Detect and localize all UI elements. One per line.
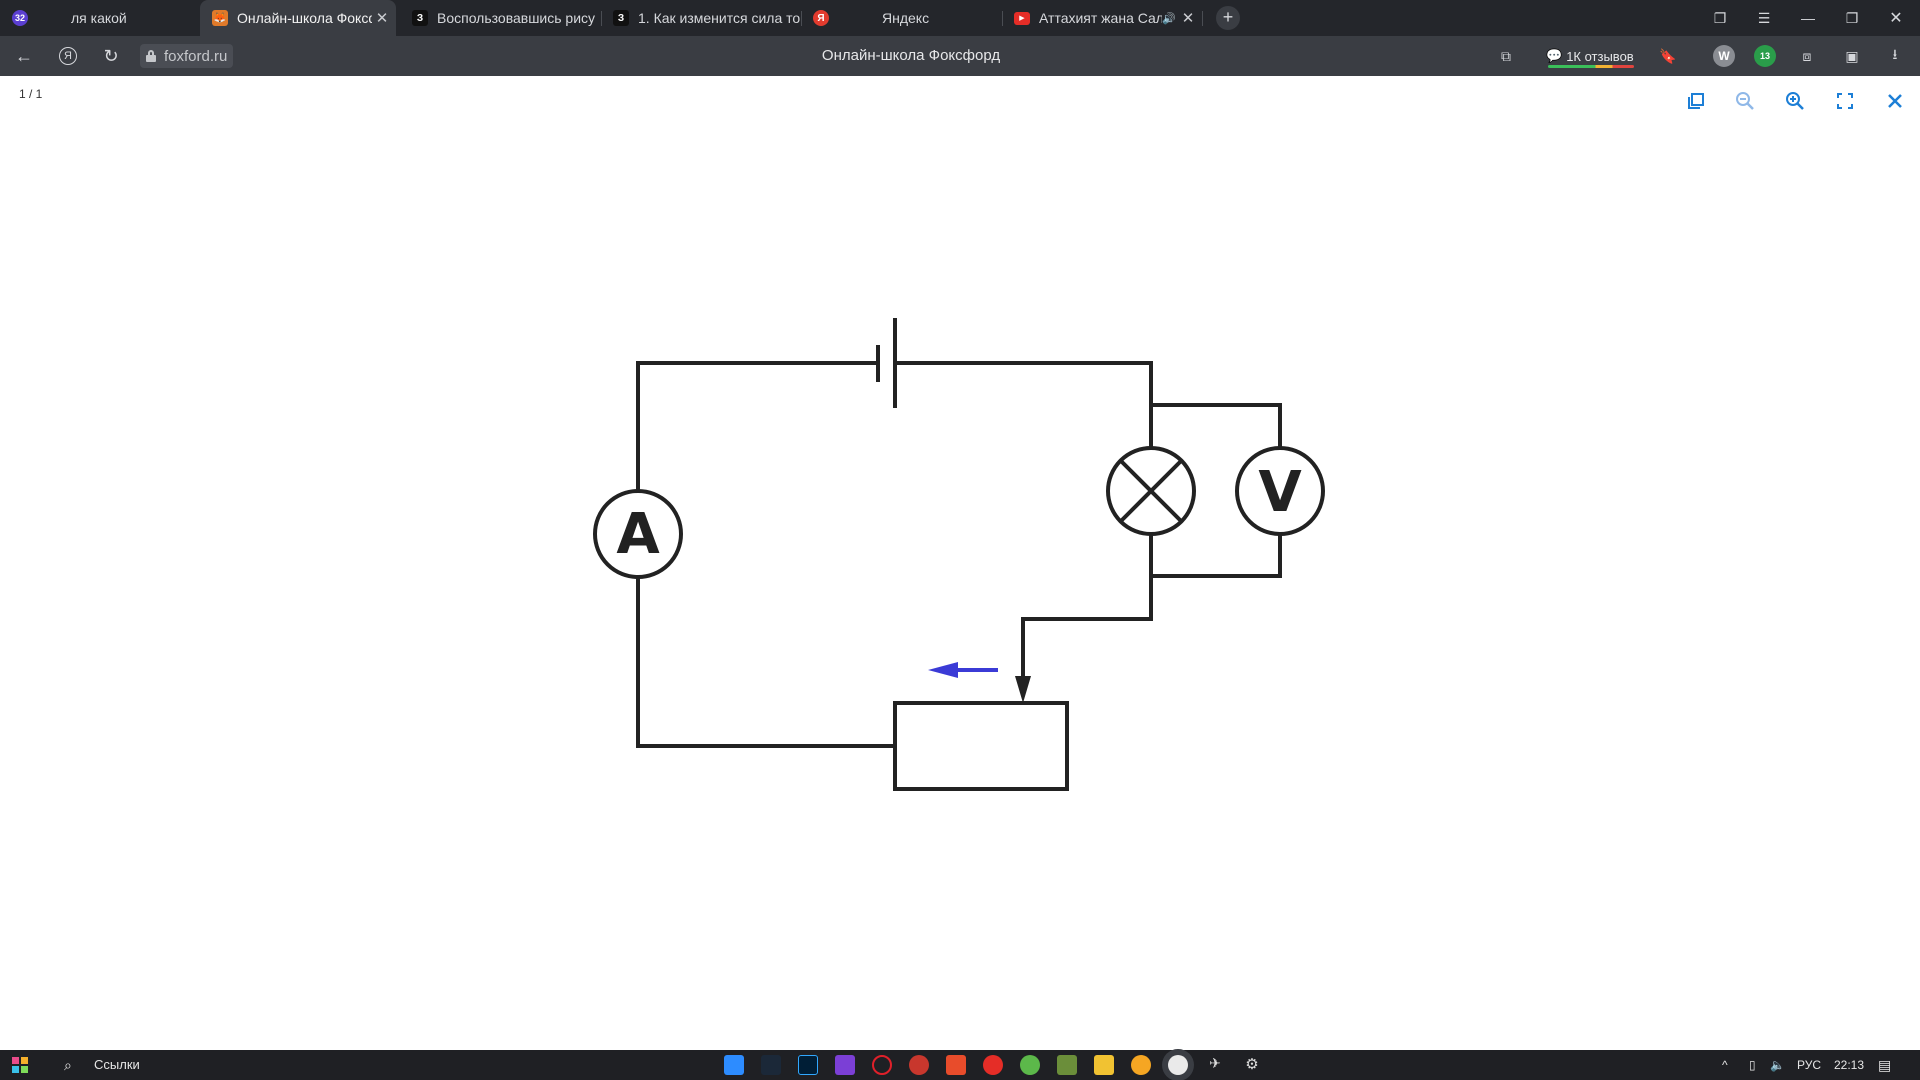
app-icon[interactable]: [909, 1055, 929, 1075]
w-extension-icon[interactable]: W: [1712, 44, 1736, 68]
minecraft-app-icon[interactable]: [1057, 1055, 1077, 1075]
tab-title: ля какой: [71, 10, 127, 26]
yandex-app-icon[interactable]: [983, 1055, 1003, 1075]
rheostat-body: [893, 701, 1069, 791]
wire-voltmeter-top: [1149, 403, 1282, 450]
znanija-icon: З: [613, 10, 629, 26]
sync-icon[interactable]: ▣: [1845, 47, 1859, 64]
comment-icon: 💬: [1546, 48, 1563, 63]
wire-lamp-to-slider: [1021, 532, 1153, 682]
taskbar: ⌕ Ссылки ✈ ⚙ ^ ▯ 🔈 РУС 22:13 ▤: [0, 1050, 1920, 1080]
ammeter-label: A: [616, 502, 660, 567]
shield-extension-icon[interactable]: 13: [1753, 44, 1777, 68]
tab-4[interactable]: З 1. Как изменится сила тока: [601, 0, 801, 36]
wire-voltmeter-bottom: [1149, 532, 1282, 578]
tab-6[interactable]: ▶ Аттахият жана Салават 🔊 ✕: [1002, 0, 1202, 36]
tab-5[interactable]: Я Яндекс: [801, 0, 1001, 36]
back-icon[interactable]: ←: [15, 45, 33, 66]
app-icon[interactable]: ✈: [1209, 1055, 1221, 1071]
clock[interactable]: 22:13: [1834, 1058, 1865, 1072]
tab-separator: [1202, 11, 1203, 26]
steam-app-icon[interactable]: [761, 1055, 781, 1075]
yandex-icon: Я: [813, 10, 829, 26]
copy-icon[interactable]: [1683, 88, 1709, 114]
tab-strip: 32 ля какой 🦊 Онлайн-школа Фоксфорд ✕ З …: [0, 0, 1920, 36]
voltmeter-symbol: V: [1235, 446, 1325, 536]
tab-separator: [601, 11, 602, 26]
app-badge-icon: 32: [12, 10, 28, 26]
circuit-diagram: A V: [593, 318, 1325, 791]
tab-separator: [801, 11, 802, 26]
slider-arrowhead: [1015, 676, 1031, 703]
wire-left-lower: [636, 576, 897, 748]
close-tab-icon[interactable]: ✕: [1181, 10, 1195, 27]
start-icon[interactable]: [12, 1057, 28, 1073]
url-field[interactable]: foxford.ru: [140, 44, 234, 68]
close-window-icon[interactable]: ✕: [1889, 10, 1903, 27]
battery-icon[interactable]: ▯: [1749, 1058, 1756, 1072]
restore-icon[interactable]: ❐: [1845, 9, 1859, 26]
tab-1[interactable]: 32 ля какой: [0, 0, 200, 36]
notifications-icon[interactable]: ▤: [1878, 1057, 1892, 1073]
download-icon[interactable]: ⭳: [1892, 46, 1898, 62]
extensions-icon[interactable]: ⧉: [1501, 47, 1511, 64]
bookmarks-panel-icon[interactable]: ❐: [1713, 9, 1727, 26]
lock-icon: [146, 50, 156, 62]
reviews-button[interactable]: 💬 1К отзывов: [1546, 43, 1634, 69]
ammeter-symbol: A: [593, 489, 683, 579]
search-icon[interactable]: ⌕: [64, 1057, 72, 1073]
tab-3[interactable]: З Воспользовавшись рисунком: [400, 0, 595, 36]
close-tab-icon[interactable]: ✕: [375, 10, 389, 27]
opera-app-icon[interactable]: [872, 1055, 892, 1075]
tab-2-active[interactable]: 🦊 Онлайн-школа Фоксфорд ✕: [200, 0, 396, 36]
tab-separator: [1002, 11, 1003, 26]
tab-title: Воспользовавшись рисунком: [437, 10, 595, 26]
game-app-icon[interactable]: [835, 1055, 855, 1075]
zoom-in-icon[interactable]: [1782, 88, 1808, 114]
fullscreen-icon[interactable]: [1832, 88, 1858, 114]
utorrent-app-icon[interactable]: [1020, 1055, 1040, 1075]
tab-title: Онлайн-школа Фоксфорд: [237, 10, 372, 26]
bookmark-icon[interactable]: 🔖: [1659, 47, 1677, 64]
new-tab-button[interactable]: +: [1216, 6, 1240, 30]
yandex-home-icon[interactable]: Я: [50, 36, 86, 76]
zoom-app-icon[interactable]: [724, 1055, 744, 1075]
close-viewer-icon[interactable]: [1882, 88, 1908, 114]
page-counter: 1 / 1: [19, 87, 43, 101]
speaker-icon[interactable]: 🔊: [1162, 12, 1176, 25]
photoshop-app-icon[interactable]: [798, 1055, 818, 1075]
reviews-label: 1К отзывов: [1566, 48, 1634, 64]
settings-icon[interactable]: ⚙: [1245, 1056, 1259, 1073]
tab-title: Аттахият жана Салават: [1039, 10, 1163, 26]
wire-top-left: [636, 361, 880, 492]
volume-icon[interactable]: 🔈: [1770, 1058, 1785, 1072]
chevron-up-icon[interactable]: ^: [1722, 1058, 1728, 1072]
voltmeter-label: V: [1258, 460, 1302, 525]
language-indicator[interactable]: РУС: [1797, 1058, 1822, 1072]
zoom-out-icon[interactable]: [1732, 88, 1758, 114]
menu-icon[interactable]: ☰: [1757, 9, 1771, 26]
yandex-browser-app-icon[interactable]: [1168, 1055, 1188, 1075]
fox-icon: 🦊: [212, 10, 228, 26]
app-icon[interactable]: [946, 1055, 966, 1075]
search-label[interactable]: Ссылки: [94, 1057, 140, 1072]
znanija-icon: З: [412, 10, 428, 26]
minimize-icon[interactable]: —: [1801, 10, 1815, 26]
battery-symbol: [876, 318, 897, 408]
app-icon[interactable]: [1131, 1055, 1151, 1075]
collections-icon[interactable]: ⧈: [1802, 47, 1812, 64]
tab-title: 1. Как изменится сила тока: [638, 10, 801, 26]
url-text: foxford.ru: [164, 47, 228, 65]
direction-arrow: [928, 662, 998, 678]
reload-icon[interactable]: ↻: [103, 45, 119, 66]
rating-bar: [1548, 65, 1634, 68]
wire-top-right: [893, 361, 1153, 450]
youtube-icon: ▶: [1014, 11, 1030, 25]
tab-title: Яндекс: [882, 10, 930, 26]
file-explorer-icon[interactable]: [1094, 1055, 1114, 1075]
lamp-symbol: [1106, 446, 1196, 536]
